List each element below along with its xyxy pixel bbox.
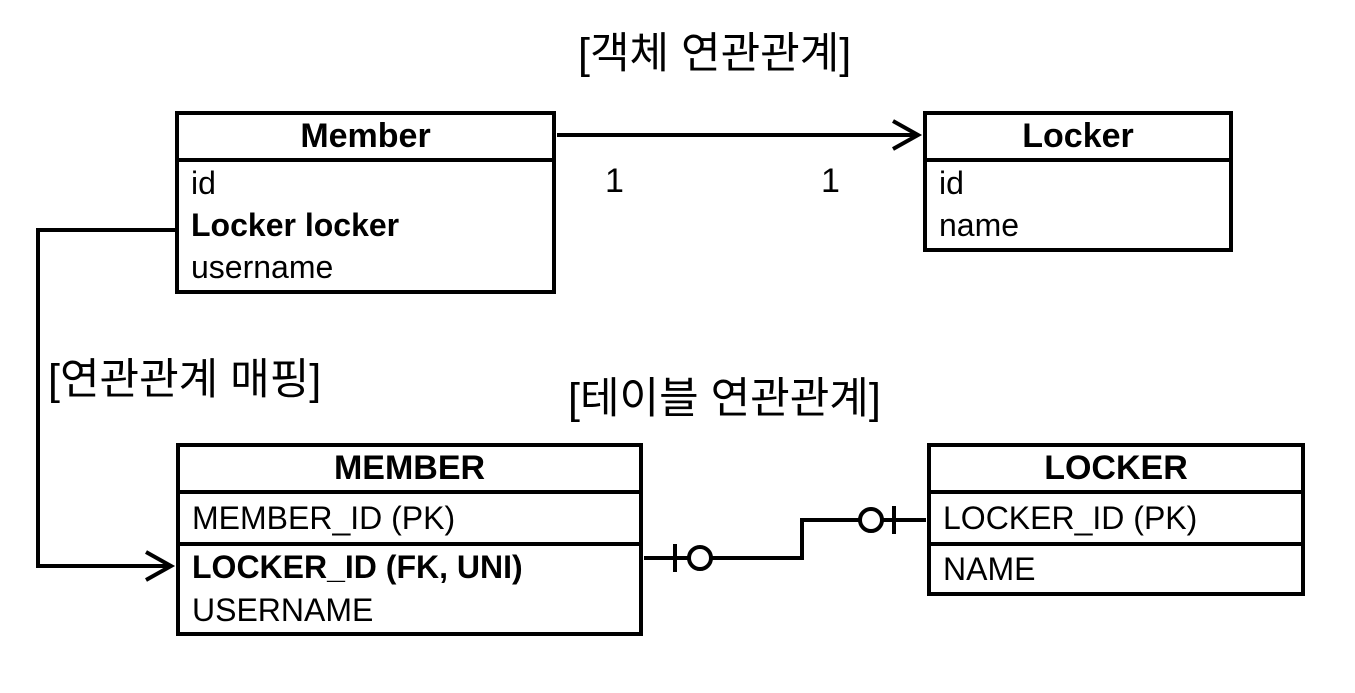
target-multiplicity-label: 1 [821, 162, 840, 200]
object-association-title: [객체 연관관계] [578, 30, 852, 78]
locker-class-field-id: id [939, 165, 964, 201]
member-class-field-locker: Locker locker [191, 207, 400, 243]
member-class-field-username: username [191, 249, 334, 285]
table-association-line [644, 518, 926, 560]
table-association-title: [테이블 연관관계] [568, 375, 881, 423]
locker-table-col-name: NAME [943, 551, 1036, 587]
member-class-box: Member id Locker locker username [175, 111, 556, 294]
locker-class-title: Locker [927, 115, 1229, 162]
member-table-title: MEMBER [180, 447, 639, 494]
locker-table-col-locker-id: LOCKER_ID (PK) [931, 494, 1301, 546]
member-table-col-locker-id: LOCKER_ID (FK, UNI) [192, 549, 523, 585]
locker-table-box: LOCKER LOCKER_ID (PK) NAME [927, 443, 1305, 596]
mapping-arrowhead-icon [145, 550, 176, 582]
member-class-title: Member [179, 115, 552, 162]
locker-class-field-name: name [939, 207, 1020, 243]
locker-class-box: Locker id name [923, 111, 1233, 252]
member-table-box: MEMBER MEMBER_ID (PK) LOCKER_ID (FK, UNI… [176, 443, 643, 636]
member-side-zero-circle-icon [687, 545, 713, 571]
member-class-field-id: id [191, 165, 216, 201]
association-mapping-title: [연관관계 매핑] [48, 356, 322, 404]
locker-side-zero-circle-icon [858, 507, 884, 533]
member-table-col-member-id: MEMBER_ID (PK) [180, 494, 639, 546]
locker-table-title: LOCKER [931, 447, 1301, 494]
member-table-col-username: USERNAME [192, 592, 374, 628]
object-association-arrowhead-icon [892, 119, 923, 151]
source-multiplicity-label: 1 [605, 162, 624, 200]
